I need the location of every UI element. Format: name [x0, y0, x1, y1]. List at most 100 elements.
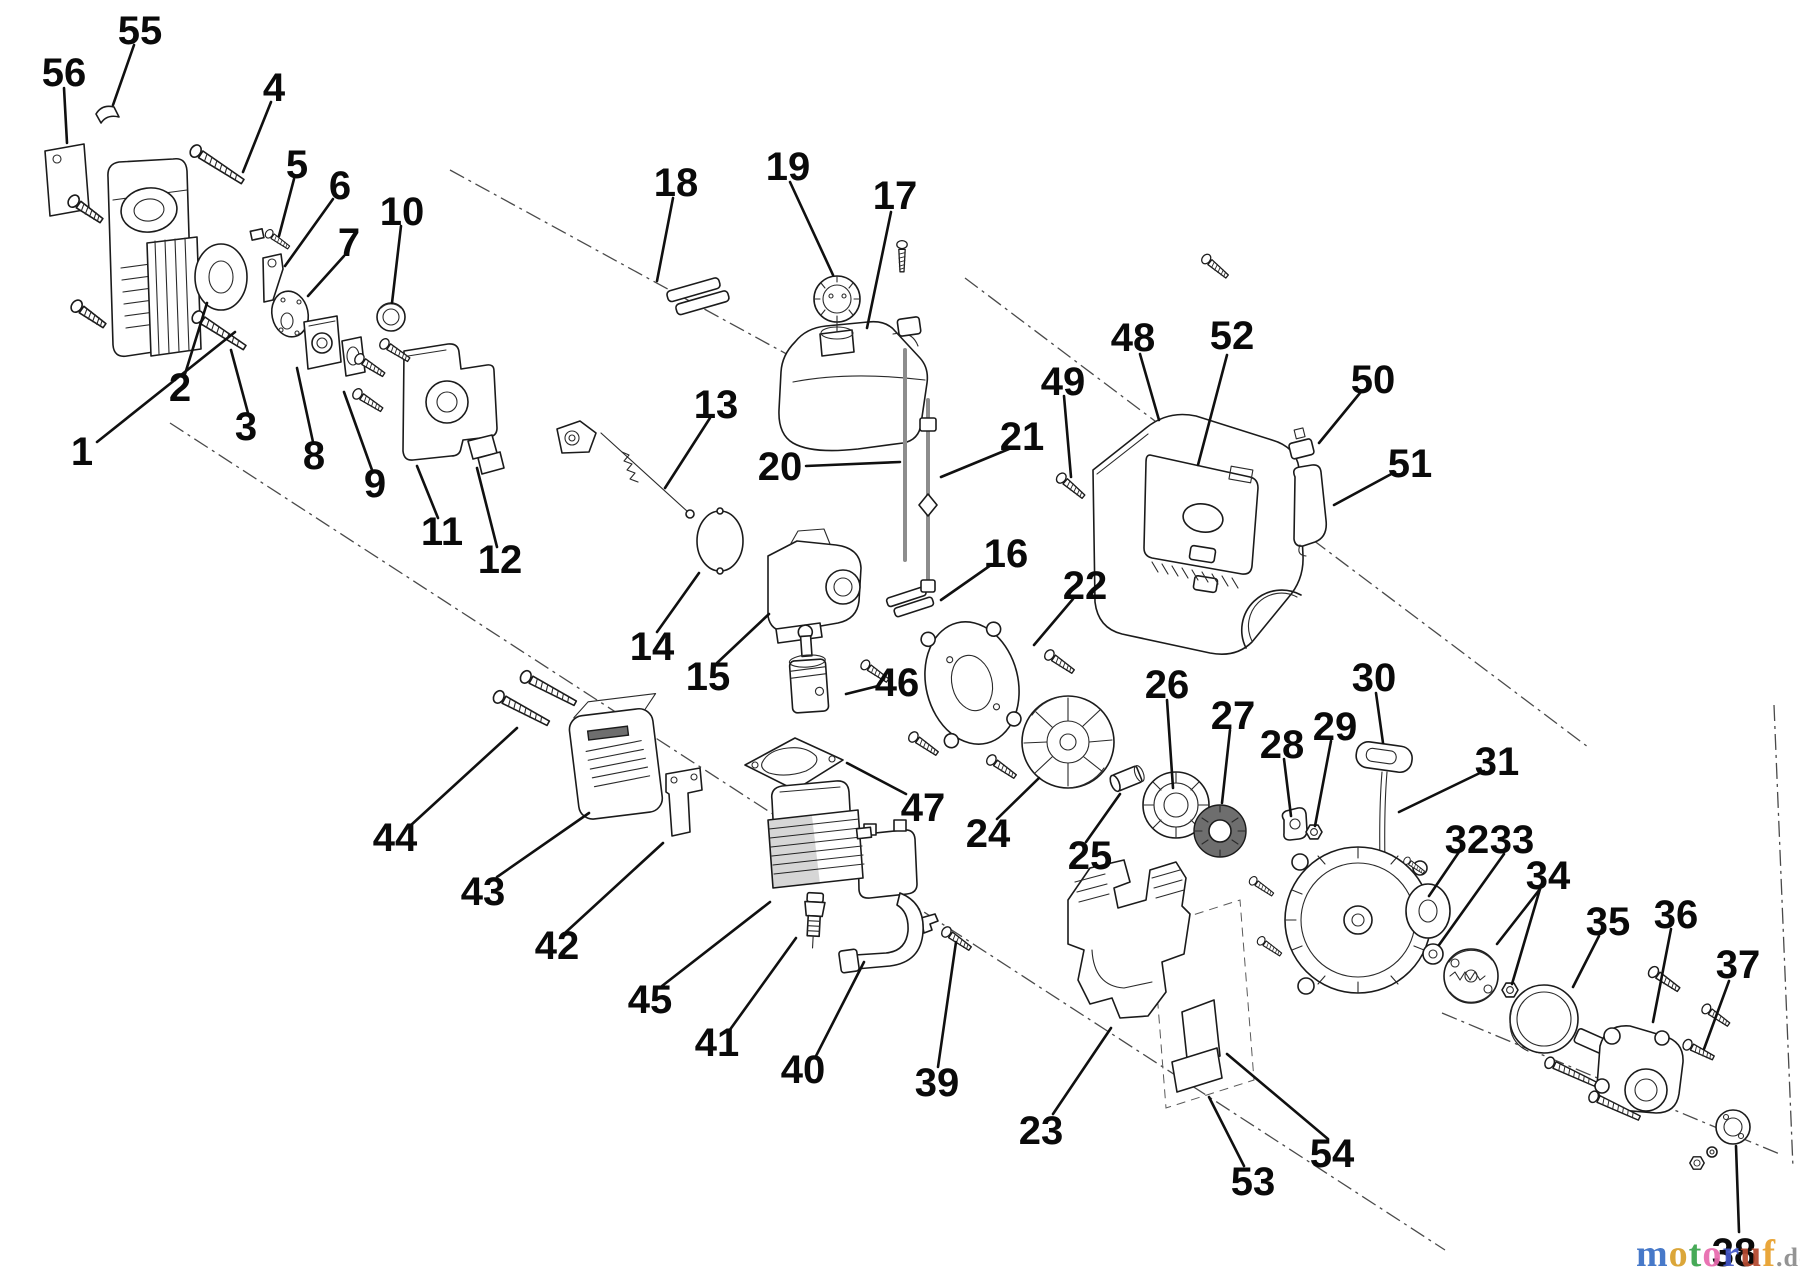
callout-number-36: 36	[1654, 893, 1699, 937]
manifold-spacer-part-12	[467, 434, 505, 475]
callout-number-5: 5	[286, 143, 308, 187]
watermark-letter-3: t	[1689, 1233, 1703, 1275]
filter-element-part	[194, 243, 248, 311]
watermark-letter-7: f	[1762, 1233, 1776, 1275]
callout-number-51: 51	[1388, 442, 1433, 486]
fuel-line-part-21	[918, 398, 938, 593]
cylinder-part	[767, 780, 873, 889]
watermark-letter-2: o	[1669, 1233, 1689, 1275]
intake-manifold-part	[402, 343, 498, 461]
callout-number-49: 49	[1041, 360, 1086, 404]
callout-number-48: 48	[1111, 316, 1156, 360]
leader-line-53	[1207, 1095, 1246, 1168]
callout-number-24: 24	[966, 812, 1011, 856]
callout-number-32: 32	[1445, 818, 1490, 862]
watermark-letter-4: o	[1702, 1233, 1722, 1275]
callout-number-31: 31	[1475, 740, 1520, 784]
callout-number-27: 27	[1211, 694, 1256, 738]
diaphragm-plate-part	[270, 290, 310, 338]
callout-number-42: 42	[535, 924, 580, 968]
callout-number-14: 14	[630, 625, 675, 669]
leader-line-6	[283, 197, 335, 268]
leader-line-5	[277, 177, 296, 238]
leader-line-3	[229, 348, 250, 415]
leader-line-7	[306, 254, 346, 298]
leader-line-49	[1062, 394, 1073, 479]
leader-line-37	[1702, 979, 1731, 1051]
leader-line-4	[241, 100, 273, 174]
leader-line-30	[1374, 691, 1385, 745]
leader-line-40	[814, 960, 866, 1058]
leader-line-19	[788, 180, 835, 277]
leader-line-18	[655, 196, 675, 283]
callout-number-41: 41	[695, 1021, 740, 1065]
callout-number-40: 40	[781, 1048, 826, 1092]
leader-line-46	[844, 684, 880, 696]
leader-line-26	[1165, 698, 1175, 790]
cable-clip-part-39	[920, 913, 939, 934]
air-cleaner-cover-part	[107, 157, 202, 358]
spacer-part-25	[1109, 765, 1145, 793]
leader-line-11	[415, 464, 440, 520]
callout-number-55: 55	[118, 9, 163, 53]
callout-number-16: 16	[984, 532, 1029, 576]
gasket-ring-part-14	[696, 507, 744, 575]
leader-line-9	[342, 390, 374, 472]
leader-lines-layer	[62, 43, 1741, 1234]
callout-number-10: 10	[380, 190, 425, 234]
leader-line-23	[1051, 1026, 1113, 1116]
crankcase-part	[767, 528, 862, 644]
callout-number-34: 34	[1526, 854, 1571, 898]
muffler-bracket-part-42	[665, 767, 703, 837]
flywheel-part	[1021, 695, 1115, 789]
callout-number-56: 56	[42, 51, 87, 95]
axis-line-4	[1773, 704, 1794, 1169]
leader-line-44	[408, 726, 519, 828]
muffler-part	[568, 692, 664, 820]
clutch-nut-part	[1501, 982, 1519, 998]
clutch-washer-part-27	[1193, 804, 1247, 858]
callout-number-12: 12	[478, 538, 523, 582]
leader-line-28	[1282, 757, 1293, 818]
leader-line-52	[1196, 353, 1229, 467]
leader-line-12	[475, 466, 499, 549]
cylinder-gasket-part	[744, 737, 844, 791]
callout-number-13: 13	[694, 383, 739, 427]
cover-bracket-part-51	[1293, 464, 1328, 557]
watermark-letter-1: m	[1636, 1233, 1669, 1275]
callout-number-47: 47	[901, 786, 946, 830]
leader-line-14	[655, 571, 701, 634]
callout-number-46: 46	[875, 661, 920, 705]
callout-number-1: 1	[71, 430, 93, 474]
leader-line-45	[660, 900, 772, 988]
ignition-plate-part-22	[920, 621, 1022, 749]
callout-number-6: 6	[329, 164, 351, 208]
callout-number-8: 8	[303, 434, 325, 478]
cover-tab-part-55	[95, 105, 120, 124]
callout-number-25: 25	[1068, 834, 1113, 878]
nut-part-29	[1305, 824, 1323, 840]
cover-clip-part-50	[1288, 427, 1315, 460]
leader-line-10	[390, 224, 403, 305]
parts-layer	[44, 105, 1751, 1170]
primer-bulb-part	[376, 302, 406, 332]
callout-number-45: 45	[628, 978, 673, 1022]
carburetor-part	[303, 315, 342, 370]
callout-number-54: 54	[1310, 1132, 1355, 1176]
engine-mount-part-23	[1067, 859, 1191, 1019]
callout-number-19: 19	[766, 145, 811, 189]
piston-part	[788, 624, 830, 714]
callout-number-38: 38	[1712, 1231, 1757, 1275]
leader-line-31	[1397, 769, 1486, 814]
clutch-part-34	[1443, 948, 1499, 1004]
starter-plate-part-32	[1405, 883, 1451, 939]
callout-number-52: 52	[1210, 314, 1255, 358]
watermark-letter-6: u	[1740, 1233, 1762, 1275]
throttle-rod-part	[556, 420, 695, 519]
callout-number-9: 9	[364, 462, 386, 506]
callout-number-3: 3	[235, 405, 257, 449]
leader-line-42	[564, 841, 665, 934]
leader-line-47	[845, 761, 908, 796]
leader-line-35	[1571, 934, 1601, 989]
